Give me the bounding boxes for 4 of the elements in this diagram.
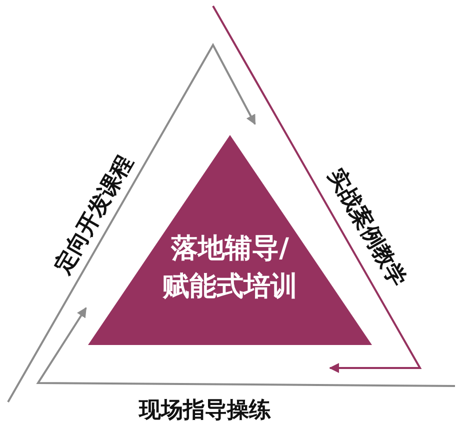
stage-label: 现场指导操练 <box>139 398 271 424</box>
stage-label: 定向开发课程 <box>50 151 140 279</box>
center-text: 落地辅导/赋能式培训 <box>162 232 298 304</box>
stage-label: 实战案例教学 <box>322 164 410 292</box>
